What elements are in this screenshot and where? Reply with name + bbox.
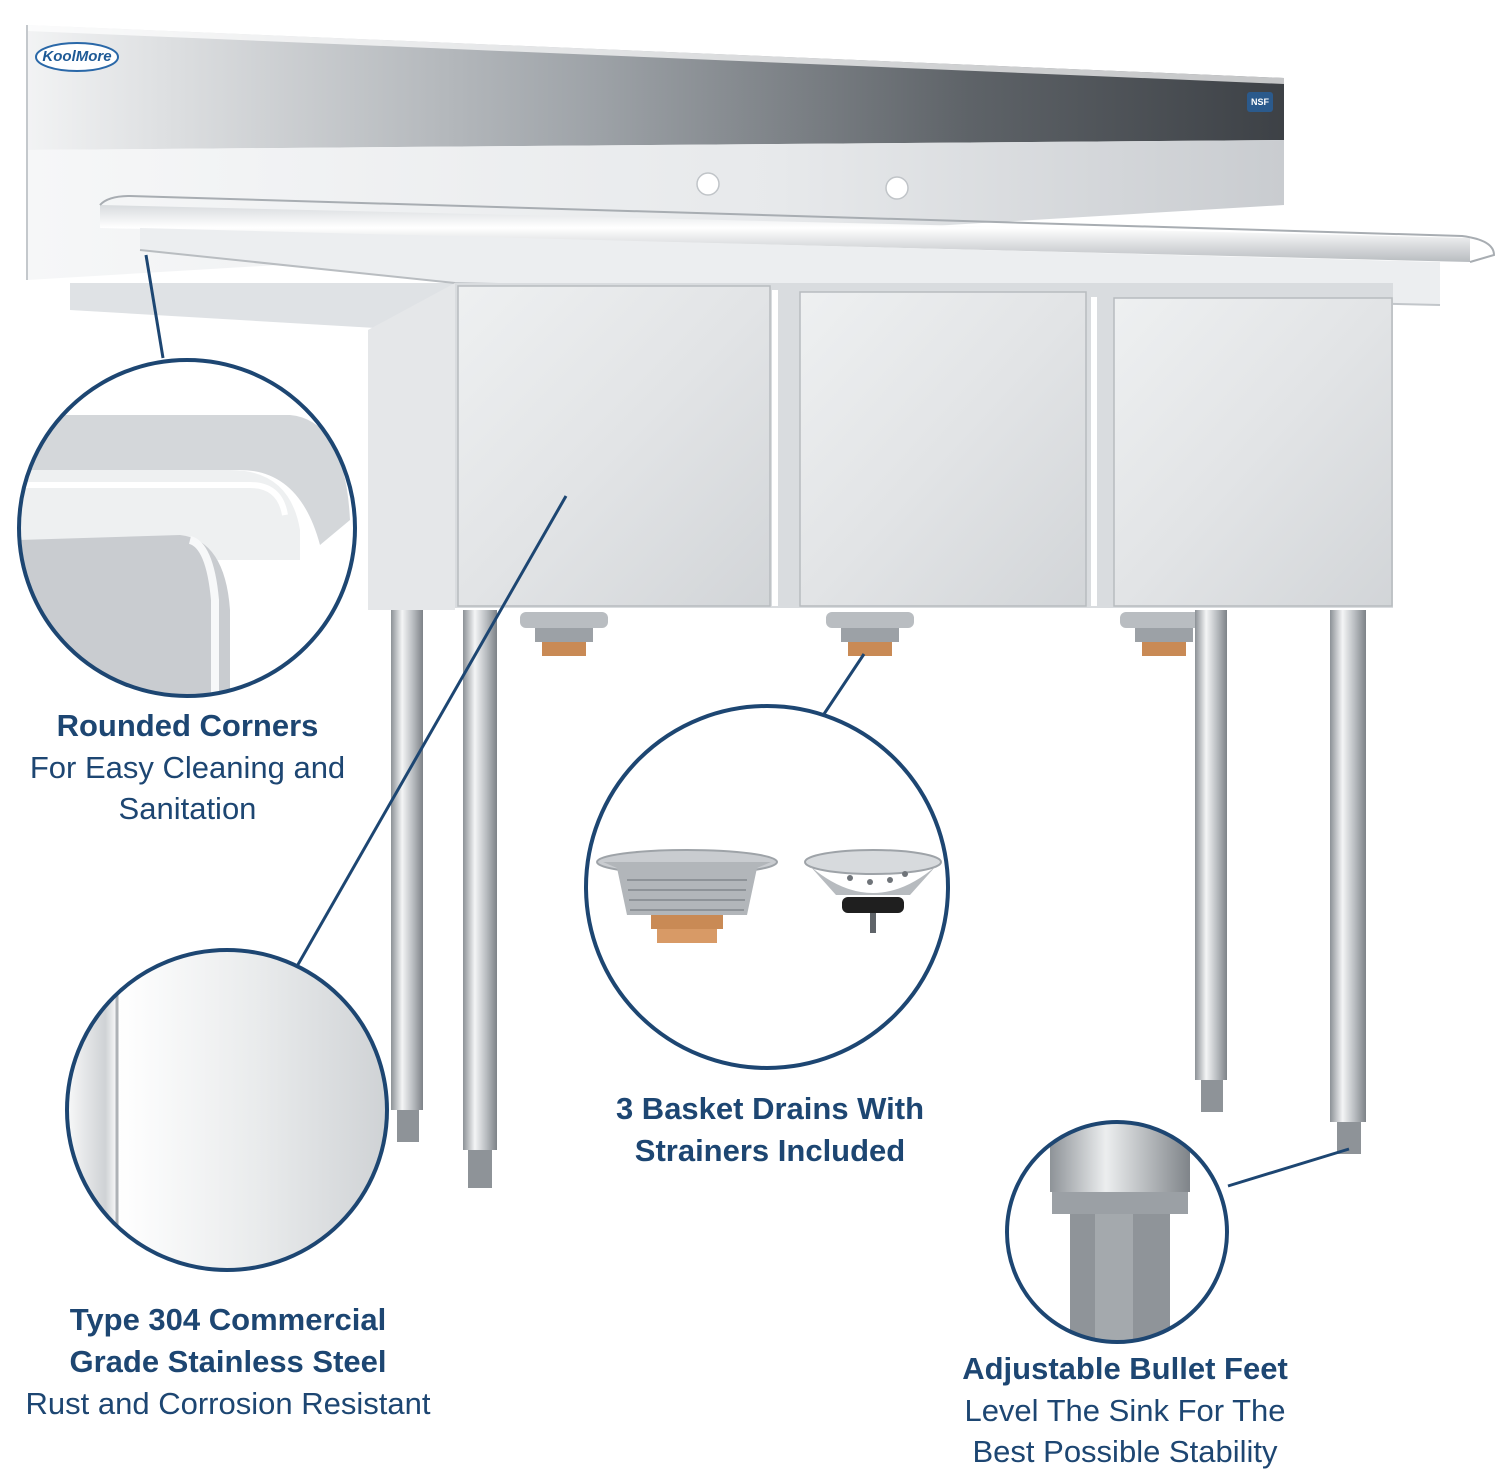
detail-circle-basket-drains [584, 704, 950, 1070]
feature-subtitle-line: For Easy Cleaning and [29, 750, 346, 785]
drain-3 [1120, 612, 1208, 656]
feature-subtitle-line: Level The Sink For The [964, 1393, 1286, 1428]
drain-2 [826, 612, 914, 656]
feature-subtitle-line: Best Possible Stability [972, 1434, 1278, 1469]
leg-front-left [463, 610, 497, 1188]
feature-title-line: Type 304 Commercial [69, 1302, 387, 1337]
callout-line-stainless-steel [294, 495, 568, 969]
callout-line-rounded-corners [144, 254, 165, 359]
basket-drain-body [596, 849, 778, 943]
feature-stainless-steel: Type 304 Commercial Grade Stainless Stee… [0, 1299, 456, 1424]
sink-body [368, 283, 1393, 610]
legs [391, 610, 1366, 1188]
feature-title: Rounded Corners [56, 708, 319, 743]
leg-back-left [391, 610, 423, 1142]
detail-circle-stainless-steel [65, 948, 389, 1272]
callout-line-bullet-feet [1227, 1147, 1350, 1188]
feature-title-line: Grade Stainless Steel [69, 1344, 387, 1379]
detail-circle-bullet-feet [1005, 1120, 1229, 1344]
feature-bullet-feet: Adjustable Bullet Feet Level The Sink Fo… [920, 1348, 1330, 1472]
strainer-basket [804, 849, 942, 933]
nsf-badge [1247, 92, 1273, 112]
brand-logo-text: KoolMore [42, 48, 112, 65]
feature-basket-drains: 3 Basket Drains With Strainers Included [560, 1088, 980, 1172]
feature-subtitle: Rust and Corrosion Resistant [25, 1386, 431, 1421]
feature-rounded-corners: Rounded Corners For Easy Cleaning and Sa… [0, 705, 375, 829]
drain-1 [520, 612, 608, 656]
feature-title-line: Strainers Included [634, 1133, 906, 1168]
nsf-badge-text: NSF [1251, 97, 1269, 107]
callout-line-basket-drains [822, 653, 866, 715]
brand-logo [35, 42, 119, 72]
detail-circle-rounded-corners [17, 358, 357, 698]
drain-assemblies [520, 612, 1208, 656]
leg-front-right [1330, 610, 1366, 1154]
callout-lines [144, 254, 1350, 1188]
feature-title: Adjustable Bullet Feet [962, 1351, 1288, 1386]
leg-back-right [1195, 610, 1227, 1112]
feature-subtitle-line: Sanitation [118, 791, 257, 826]
feature-title-line: 3 Basket Drains With [615, 1091, 925, 1126]
